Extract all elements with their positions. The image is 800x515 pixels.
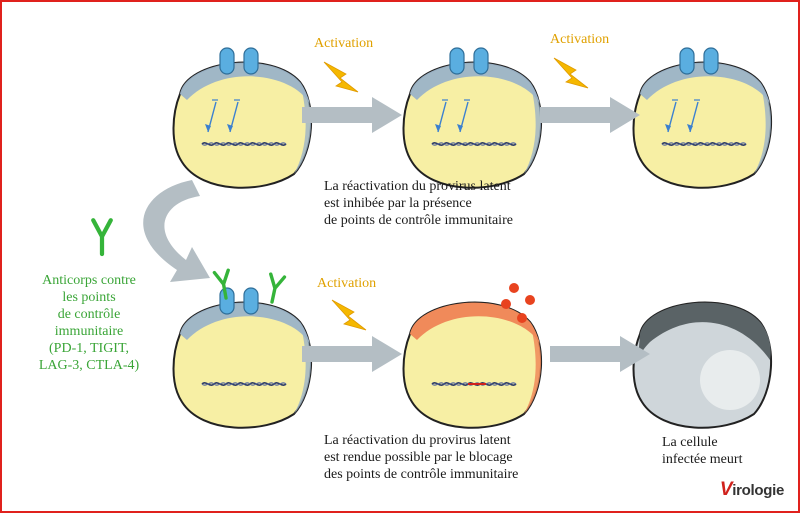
activation-label-1: Activation	[314, 36, 374, 51]
logo-text: irologie	[732, 482, 784, 499]
cell-top-3	[632, 47, 773, 189]
arrow-top-2	[540, 97, 640, 133]
bottom-caption: La réactivation du provirus latent est r…	[324, 433, 519, 482]
curved-arrow	[143, 180, 210, 282]
lightning-icon	[331, 299, 367, 331]
activation-label-3: Activation	[317, 276, 377, 291]
logo-initial: V	[719, 479, 733, 500]
cell-bottom-2-dying	[402, 301, 543, 429]
antibody-caption: Anticorps contre les points de contrôle …	[38, 273, 140, 373]
top-caption: La réactivation du provirus latent est i…	[324, 179, 513, 228]
cell-top-2	[402, 47, 543, 189]
antibody-icon	[93, 220, 111, 254]
arrow-bottom-1	[302, 336, 402, 372]
lightning-icon	[553, 57, 589, 89]
death-caption: La cellule infectée meurt	[662, 435, 743, 467]
lightning-icon	[323, 61, 359, 93]
cell-bottom-1	[172, 287, 313, 429]
cell-top-1	[172, 47, 313, 189]
cytokine-stars	[501, 283, 535, 323]
cell-bottom-3-dead	[632, 301, 773, 429]
virologie-logo: Virologie	[720, 479, 784, 501]
antibody-icon	[263, 272, 287, 306]
arrow-top-1	[302, 97, 402, 133]
activation-label-2: Activation	[550, 32, 610, 47]
